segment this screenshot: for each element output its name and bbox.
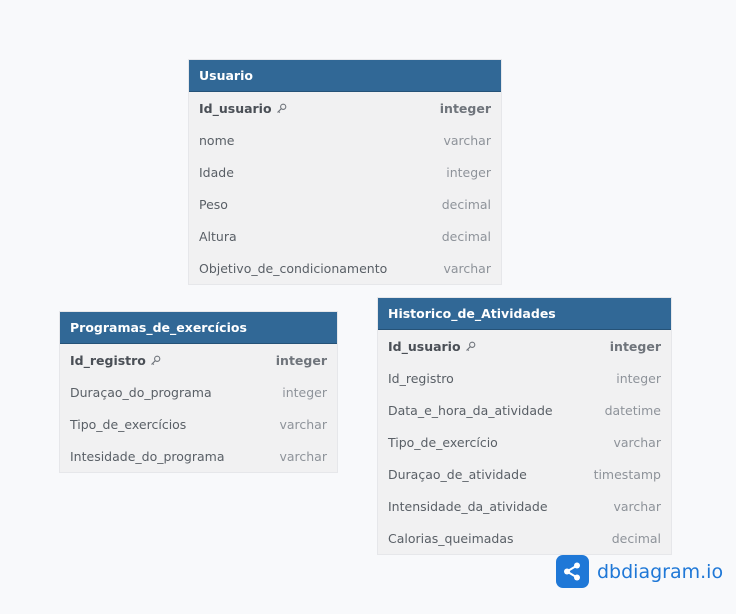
field-type: varchar xyxy=(279,416,327,432)
field-name: Duraçao_de_atividade xyxy=(388,466,527,482)
table-row[interactable]: Tipo_de_exercício varchar xyxy=(378,426,671,458)
share-nodes-icon xyxy=(556,555,589,588)
field-type: varchar xyxy=(279,448,327,464)
table-header[interactable]: Usuario xyxy=(189,60,501,92)
field-type: integer xyxy=(275,352,327,368)
field-name: Altura xyxy=(199,228,237,244)
field-name: nome xyxy=(199,132,235,148)
field-name: Tipo_de_exercício xyxy=(388,434,498,450)
field-type: varchar xyxy=(443,260,491,276)
field-name: Intesidade_do_programa xyxy=(70,448,225,464)
field-name: Data_e_hora_da_atividade xyxy=(388,402,553,418)
table-row[interactable]: Id_registro integer xyxy=(60,344,337,376)
field-type: integer xyxy=(609,338,661,354)
field-type: decimal xyxy=(611,530,661,546)
table-historico-de-atividades[interactable]: Historico_de_Atividades Id_usuario integ… xyxy=(378,298,671,554)
field-type: integer xyxy=(446,164,491,180)
table-row[interactable]: Intensidade_da_atividade varchar xyxy=(378,490,671,522)
field-type: integer xyxy=(439,100,491,116)
table-row[interactable]: Peso decimal xyxy=(189,188,501,220)
table-row[interactable]: Tipo_de_exercícios varchar xyxy=(60,408,337,440)
field-type: datetime xyxy=(604,402,661,418)
field-name: Tipo_de_exercícios xyxy=(70,416,187,432)
table-row[interactable]: Objetivo_de_condicionamento varchar xyxy=(189,252,501,284)
field-type: varchar xyxy=(443,132,491,148)
field-type: integer xyxy=(282,384,327,400)
table-row[interactable]: Duraçao_de_atividade timestamp xyxy=(378,458,671,490)
field-name: Calorias_queimadas xyxy=(388,530,514,546)
field-name: Id_usuario xyxy=(388,339,476,354)
table-row[interactable]: nome varchar xyxy=(189,124,501,156)
table-row[interactable]: Id_usuario integer xyxy=(189,92,501,124)
table-row[interactable]: Id_usuario integer xyxy=(378,330,671,362)
table-row[interactable]: Data_e_hora_da_atividade datetime xyxy=(378,394,671,426)
table-header[interactable]: Programas_de_exercícios xyxy=(60,312,337,344)
table-row[interactable]: Duraçao_do_programa integer xyxy=(60,376,337,408)
field-name: Duraçao_do_programa xyxy=(70,384,212,400)
table-row[interactable]: Intesidade_do_programa varchar xyxy=(60,440,337,472)
field-name: Idade xyxy=(199,164,234,180)
field-type: decimal xyxy=(441,196,491,212)
table-row[interactable]: Id_registro integer xyxy=(378,362,671,394)
key-icon xyxy=(276,103,287,114)
field-type: timestamp xyxy=(593,466,661,482)
field-type: varchar xyxy=(613,434,661,450)
table-programas-de-exercicios[interactable]: Programas_de_exercícios Id_registro inte… xyxy=(60,312,337,472)
field-name: Peso xyxy=(199,196,228,212)
table-row[interactable]: Idade integer xyxy=(189,156,501,188)
brand-text: dbdiagram.io xyxy=(597,560,724,583)
table-usuario[interactable]: Usuario Id_usuario integer nome varchar … xyxy=(189,60,501,284)
field-name: Objetivo_de_condicionamento xyxy=(199,260,388,276)
field-name: Id_registro xyxy=(70,353,161,368)
table-row[interactable]: Calorias_queimadas decimal xyxy=(378,522,671,554)
table-header[interactable]: Historico_de_Atividades xyxy=(378,298,671,330)
key-icon xyxy=(465,341,476,352)
field-name: Id_usuario xyxy=(199,101,287,116)
key-icon xyxy=(150,355,161,366)
field-name: Id_registro xyxy=(388,370,454,386)
field-name: Intensidade_da_atividade xyxy=(388,498,548,514)
field-type: integer xyxy=(616,370,661,386)
dbdiagram-brand[interactable]: dbdiagram.io xyxy=(556,555,723,588)
field-type: decimal xyxy=(441,228,491,244)
field-type: varchar xyxy=(613,498,661,514)
table-row[interactable]: Altura decimal xyxy=(189,220,501,252)
